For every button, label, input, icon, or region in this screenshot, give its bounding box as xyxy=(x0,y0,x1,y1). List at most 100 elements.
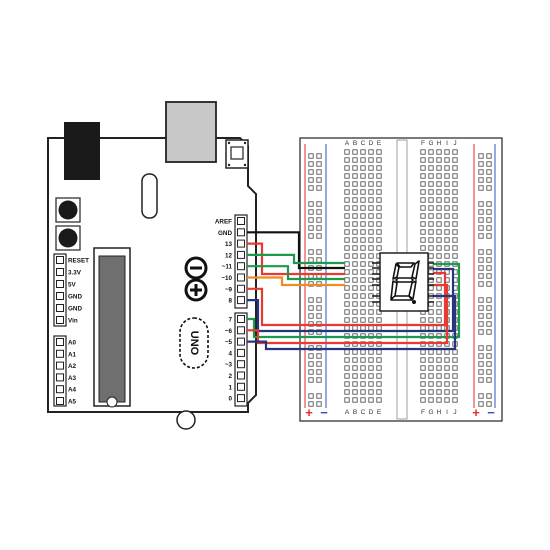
breadboard-hole xyxy=(486,313,492,319)
breadboard-hole xyxy=(352,205,358,211)
breadboard-hole xyxy=(428,349,434,355)
header-pin[interactable] xyxy=(237,337,245,346)
breadboard-hole xyxy=(478,361,484,367)
breadboard-hole xyxy=(360,277,366,283)
breadboard-hole xyxy=(360,349,366,355)
breadboard-hole xyxy=(360,325,366,331)
header-pin[interactable] xyxy=(237,394,245,403)
breadboard-hole xyxy=(428,173,434,179)
header-pin[interactable] xyxy=(237,296,245,305)
breadboard-hole xyxy=(344,213,350,219)
reset-button[interactable] xyxy=(225,139,249,169)
display-segment xyxy=(390,280,398,300)
breadboard-hole xyxy=(444,237,450,243)
breadboard-hole xyxy=(376,357,382,363)
breadboard-hole xyxy=(376,181,382,187)
header-pin[interactable] xyxy=(56,397,64,405)
breadboard-hole xyxy=(316,401,322,407)
header-pin[interactable] xyxy=(56,373,64,382)
header-pin[interactable] xyxy=(56,385,64,394)
breadboard-hole xyxy=(478,313,484,319)
header-pin[interactable] xyxy=(56,268,64,276)
breadboard-hole xyxy=(486,401,492,407)
header-pin[interactable] xyxy=(56,338,64,346)
column-label: A xyxy=(345,409,350,416)
breadboard-hole xyxy=(368,149,374,155)
breadboard-hole xyxy=(360,205,366,211)
header-pin[interactable] xyxy=(237,262,245,271)
header-pin[interactable] xyxy=(237,315,245,323)
header-pin[interactable] xyxy=(237,273,245,282)
breadboard-hole xyxy=(478,265,484,271)
display-segment xyxy=(411,260,420,280)
header-pin[interactable] xyxy=(237,382,245,391)
breadboard-hole xyxy=(344,149,350,155)
header-pin[interactable] xyxy=(237,284,245,293)
wire xyxy=(247,283,449,345)
breadboard-hole xyxy=(486,185,492,191)
breadboard-hole xyxy=(316,257,322,263)
breadboard-hole xyxy=(308,249,314,255)
breadboard-hole xyxy=(368,261,374,267)
power-pin-label: GND xyxy=(68,306,82,313)
breadboard-hole xyxy=(352,309,358,315)
breadboard-hole xyxy=(316,249,322,255)
breadboard-hole xyxy=(368,157,374,163)
header-pin[interactable] xyxy=(237,250,245,259)
breadboard-hole xyxy=(428,309,434,315)
breadboard-hole xyxy=(478,209,484,215)
breadboard-hole xyxy=(486,345,492,351)
header-pin[interactable] xyxy=(237,348,245,357)
breadboard-hole xyxy=(344,357,350,363)
breadboard-hole xyxy=(436,221,442,227)
header-pin[interactable] xyxy=(56,349,64,358)
breadboard-hole xyxy=(360,149,366,155)
breadboard-hole xyxy=(436,165,442,171)
breadboard-hole xyxy=(436,253,442,259)
header-pin[interactable] xyxy=(237,371,245,380)
header-pin[interactable] xyxy=(56,316,64,324)
breadboard-hole xyxy=(428,229,434,235)
header-pin[interactable] xyxy=(56,280,64,288)
breadboard-hole xyxy=(368,277,374,283)
breadboard-hole xyxy=(308,313,314,319)
breadboard-hole xyxy=(420,165,426,171)
breadboard-hole xyxy=(452,149,458,155)
header-pin[interactable] xyxy=(56,256,64,264)
wire xyxy=(247,242,345,276)
breadboard-hole xyxy=(436,149,442,155)
breadboard-hole xyxy=(420,229,426,235)
breadboard-hole xyxy=(452,165,458,171)
display-pins xyxy=(372,262,434,303)
uno-badge: UNO xyxy=(179,317,209,369)
breadboard-hole xyxy=(376,309,382,315)
header-pin[interactable] xyxy=(237,228,245,237)
breadboard-hole xyxy=(360,213,366,219)
breadboard-hole xyxy=(444,157,450,163)
header-pin[interactable] xyxy=(237,360,245,369)
power-header-strip xyxy=(53,253,67,327)
breadboard-hole xyxy=(360,269,366,275)
breadboard-hole xyxy=(428,325,434,331)
header-pin[interactable] xyxy=(237,326,245,335)
breadboard-hole xyxy=(436,373,442,379)
breadboard-hole xyxy=(486,297,492,303)
breadboard-hole xyxy=(486,353,492,359)
breadboard-hole xyxy=(486,201,492,207)
column-label: I xyxy=(446,409,448,416)
breadboard-hole xyxy=(316,153,322,159)
header-pin[interactable] xyxy=(56,292,64,300)
power-pin-label: Vin xyxy=(68,318,78,325)
breadboard-hole xyxy=(352,213,358,219)
breadboard-hole xyxy=(308,169,314,175)
breadboard-hole xyxy=(360,197,366,203)
header-pin[interactable] xyxy=(56,361,64,370)
header-pin[interactable] xyxy=(56,304,64,312)
header-pin[interactable] xyxy=(237,239,245,248)
breadboard-hole xyxy=(344,157,350,163)
arduino-logo-icon xyxy=(184,256,208,302)
breadboard-hole xyxy=(436,181,442,187)
breadboard-hole xyxy=(376,237,382,243)
header-pin[interactable] xyxy=(237,217,245,225)
